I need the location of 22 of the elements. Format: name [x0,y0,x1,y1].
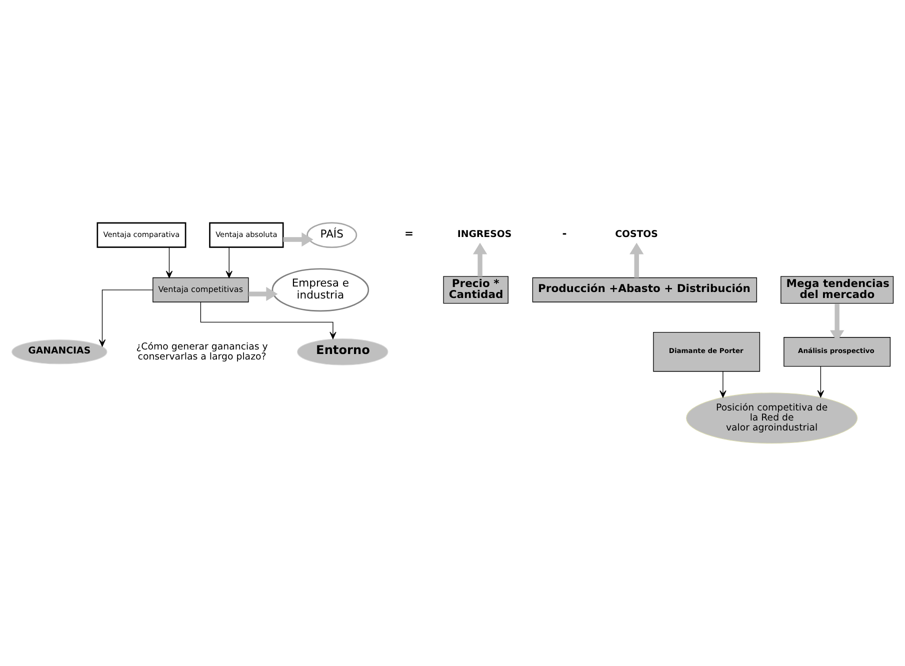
arrow [200,302,336,340]
arrow [817,366,824,398]
label: ¿Cómo generar ganancias y conservarlas a largo plazo? [136,341,268,362]
label: - [562,226,567,240]
arrow [166,246,173,278]
node-ellipse: Posición competitiva de la Red de valor agroindustrial [686,392,858,444]
arrow [630,242,644,278]
node-ellipse: Empresa e industria [272,268,370,312]
label: = [404,226,414,240]
arrow [98,290,154,347]
arrow [226,246,232,278]
arrow [720,371,726,398]
node-box: Precio * Cantidad [443,276,508,304]
arrow [248,286,278,302]
node-box: Mega tendencias del mercado [780,276,894,304]
arrow [472,242,488,276]
node-text: INGRESOS [457,228,512,240]
node-ellipse: Entorno [296,338,388,366]
arrow [283,232,314,247]
node-text: COSTOS [615,228,658,240]
node-ellipse: PAÍS [306,222,358,248]
node-box: Producción +Abasto + Distribución [532,277,758,302]
